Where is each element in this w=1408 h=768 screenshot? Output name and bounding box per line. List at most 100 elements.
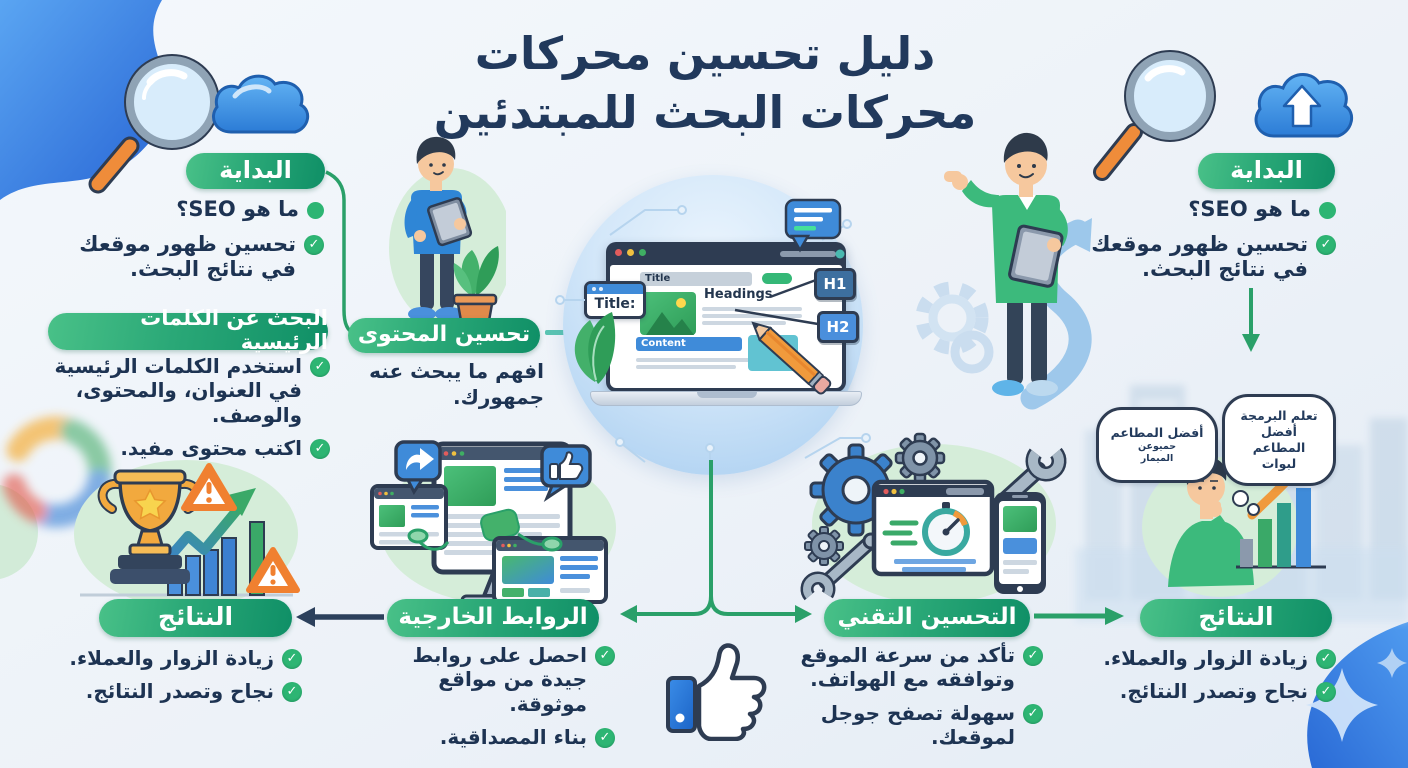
page-title: دليل تحسين محركات محركات البحث للمبتدئين	[415, 24, 995, 143]
address-bar	[780, 251, 836, 257]
bubble-text: أفضل المطاعم	[1252, 423, 1306, 455]
sparkle-icon	[1306, 668, 1378, 742]
plant-icon	[452, 246, 499, 334]
list-item: ✓ استخدم الكلمات الرئيسية في العنوان، وا…	[28, 354, 330, 427]
cloud-icon	[212, 74, 310, 134]
keywords-items: ✓ استخدم الكلمات الرئيسية في العنوان، وا…	[28, 354, 330, 461]
badge-start-left: البداية	[186, 153, 325, 189]
content-label: Content	[641, 338, 686, 349]
list-item: ✓ زيادة الزوار والعملاء.	[62, 646, 302, 670]
laptop-notch	[697, 392, 757, 398]
laptop-base	[590, 391, 862, 406]
text-line	[702, 307, 802, 311]
traffic-light-dots	[615, 249, 646, 256]
road-arrow-icon	[1058, 218, 1092, 252]
check-icon: ✓	[310, 357, 330, 377]
up-arrow-icon	[1282, 84, 1322, 128]
bubble-trail-dot	[1247, 503, 1260, 516]
check-icon: ✓	[304, 234, 324, 255]
item-text: استخدم الكلمات الرئيسية في العنوان، والم…	[54, 354, 302, 427]
growth-arrow-icon	[157, 488, 256, 571]
list-item: ✓ نجاح وتصدر النتائج.	[1090, 679, 1336, 703]
list-item: ✓ تأكد من سرعة الموقع وتوافقه مع الهواتف…	[785, 643, 1043, 692]
badge-results-left: النتائج	[99, 599, 292, 637]
thought-bubble: تعلم البرمجة أفضل المطاعم لبوات	[1222, 394, 1336, 486]
badge-results-right: النتائج	[1140, 599, 1332, 637]
item-text: تحسين ظهور موقعك في نتائج البحث.	[1091, 231, 1308, 282]
check-icon: ✓	[1023, 703, 1043, 724]
title-line-1: دليل تحسين محركات	[474, 27, 936, 80]
list-item: ما هو SEO؟	[1072, 197, 1336, 223]
gear-outline-decor	[915, 281, 994, 374]
speed-lines	[882, 520, 919, 546]
title-tag-label: Title:	[594, 296, 636, 312]
tab-strip	[587, 284, 643, 294]
gear-icon	[894, 432, 946, 484]
technical-items: ✓ تأكد من سرعة الموقع وتوافقه مع الهواتف…	[785, 643, 1043, 750]
like-bubble-icon	[540, 444, 592, 502]
check-icon: ✓	[1316, 234, 1336, 255]
check-icon: ✓	[282, 649, 302, 669]
badge-content: تحسين المحتوى	[348, 318, 540, 353]
list-item: ✓ نجاح وتصدر النتائج.	[62, 679, 302, 703]
cloud-upload-icon	[1254, 73, 1354, 138]
sparkle-icon	[1377, 648, 1407, 678]
dot-bullet-icon	[307, 202, 324, 219]
item-text: اكتب محتوى مفيد.	[120, 436, 302, 461]
corner-blob-bottom-right	[1307, 622, 1408, 768]
thumbs-up-icon	[666, 643, 767, 741]
results-right-items: ✓ زيادة الزوار والعملاء. ✓ نجاح وتصدر ال…	[1090, 646, 1336, 704]
badge-start-right: البداية	[1198, 153, 1335, 189]
text-line	[702, 321, 786, 325]
small-browser-window	[492, 536, 608, 604]
person-with-tablet	[389, 136, 506, 334]
badge-backlinks: الروابط الخارجية	[387, 599, 599, 637]
results-illustration	[74, 460, 300, 608]
item-text: زيادة الزوار والعملاء.	[69, 646, 274, 670]
item-text: زيادة الزوار والعملاء.	[1103, 646, 1308, 670]
list-item: ✓ تحسين ظهور موقعك في نتائج البحث.	[60, 232, 324, 283]
list-item: ✓ سهولة تصفح جوجل لموقعك.	[785, 701, 1043, 750]
item-text: سهولة تصفح جوجل لموقعك.	[820, 700, 1015, 750]
text-line	[702, 314, 802, 318]
item-text: ما هو SEO؟	[1188, 197, 1311, 221]
tablet-icon	[1008, 224, 1064, 288]
tablet-icon	[427, 197, 473, 247]
bubble-text: تعلم البرمجة	[1240, 407, 1318, 423]
list-item: ✓ زيادة الزوار والعملاء.	[1090, 646, 1336, 670]
check-icon: ✓	[595, 728, 615, 749]
list-item: ✓ اكتب محتوى مفيد.	[28, 436, 330, 460]
text-line	[636, 365, 736, 369]
check-icon: ✓	[595, 646, 615, 666]
bubble-text: أفضل المطاعم	[1110, 424, 1204, 440]
item-text: تأكد من سرعة الموقع وتوافقه مع الهواتف.	[800, 643, 1015, 692]
title-bar-text: Title	[645, 273, 671, 284]
warning-icon	[181, 463, 237, 511]
speed-browser	[871, 479, 995, 577]
check-icon: ✓	[1316, 682, 1336, 703]
image-placeholder-icon	[640, 292, 696, 335]
item-text: احصل على روابط جيدة من مواقع موثوقة.	[412, 643, 587, 716]
list-item: ✓ بناء المصداقية.	[377, 725, 615, 749]
bar-chart-icon	[1236, 488, 1326, 569]
magnifier-icon	[1093, 50, 1216, 181]
thought-bubble: أفضل المطاعم حميوعن الميمار	[1096, 407, 1218, 483]
bubble-text: حميوعن	[1137, 440, 1177, 452]
start-right-items: ما هو SEO؟ ✓ تحسين ظهور موقعك في نتائج ا…	[1072, 197, 1336, 283]
item-text: نجاح وتصدر النتائج.	[85, 679, 274, 704]
small-browser-window	[370, 484, 448, 550]
bubble-text: لبوات	[1261, 456, 1297, 472]
teal-block	[748, 335, 798, 371]
title-tag-callout: Title:	[584, 281, 646, 319]
check-icon: ✓	[1023, 646, 1043, 666]
smartphone-icon	[994, 492, 1046, 594]
dot-bullet-icon	[1319, 202, 1336, 219]
bubble-text: الميمار	[1140, 453, 1174, 465]
h2-tag-callout: H2	[817, 311, 859, 343]
technical-illustration	[800, 432, 1067, 606]
gear-icon	[804, 526, 844, 566]
bubble-trail-dot	[1232, 490, 1249, 507]
badge-technical: التحسين التقني	[824, 599, 1030, 637]
title-line-2: محركات البحث للمبتدئين	[433, 86, 978, 140]
